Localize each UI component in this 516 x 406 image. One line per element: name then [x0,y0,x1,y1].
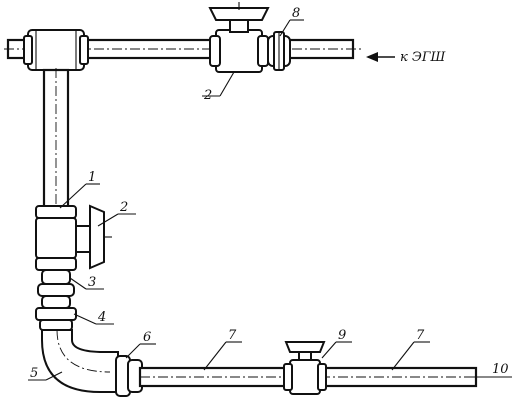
top-gate-valve [208,2,270,73]
callout-2-valve: 2 [119,200,128,215]
callout-7-left: 7 [228,328,237,343]
flow-direction-arrow [366,52,395,62]
vertical-pipe [42,68,70,212]
lower-union-stack [35,269,77,331]
top-union-fitting [267,31,291,71]
side-gate-valve [35,204,112,271]
callout-3: 3 [88,275,96,290]
callout-5: 5 [30,366,38,381]
callout-1: 1 [88,170,96,185]
callout-2-top: 2 [203,88,212,103]
leader-lines [28,19,512,381]
callout-8: 8 [292,6,300,21]
callout-10: 10 [492,362,509,377]
callout-4: 4 [97,310,106,325]
callout-7-right: 7 [416,328,425,343]
direction-label: к ЭГШ [400,50,446,65]
callout-6: 6 [143,330,151,345]
pipe-elbow [41,329,119,393]
bottom-gate-valve [283,341,327,395]
callout-9: 9 [338,328,346,343]
top-left-tee-fitting [23,29,89,71]
elbow-outlet-union [115,355,143,397]
